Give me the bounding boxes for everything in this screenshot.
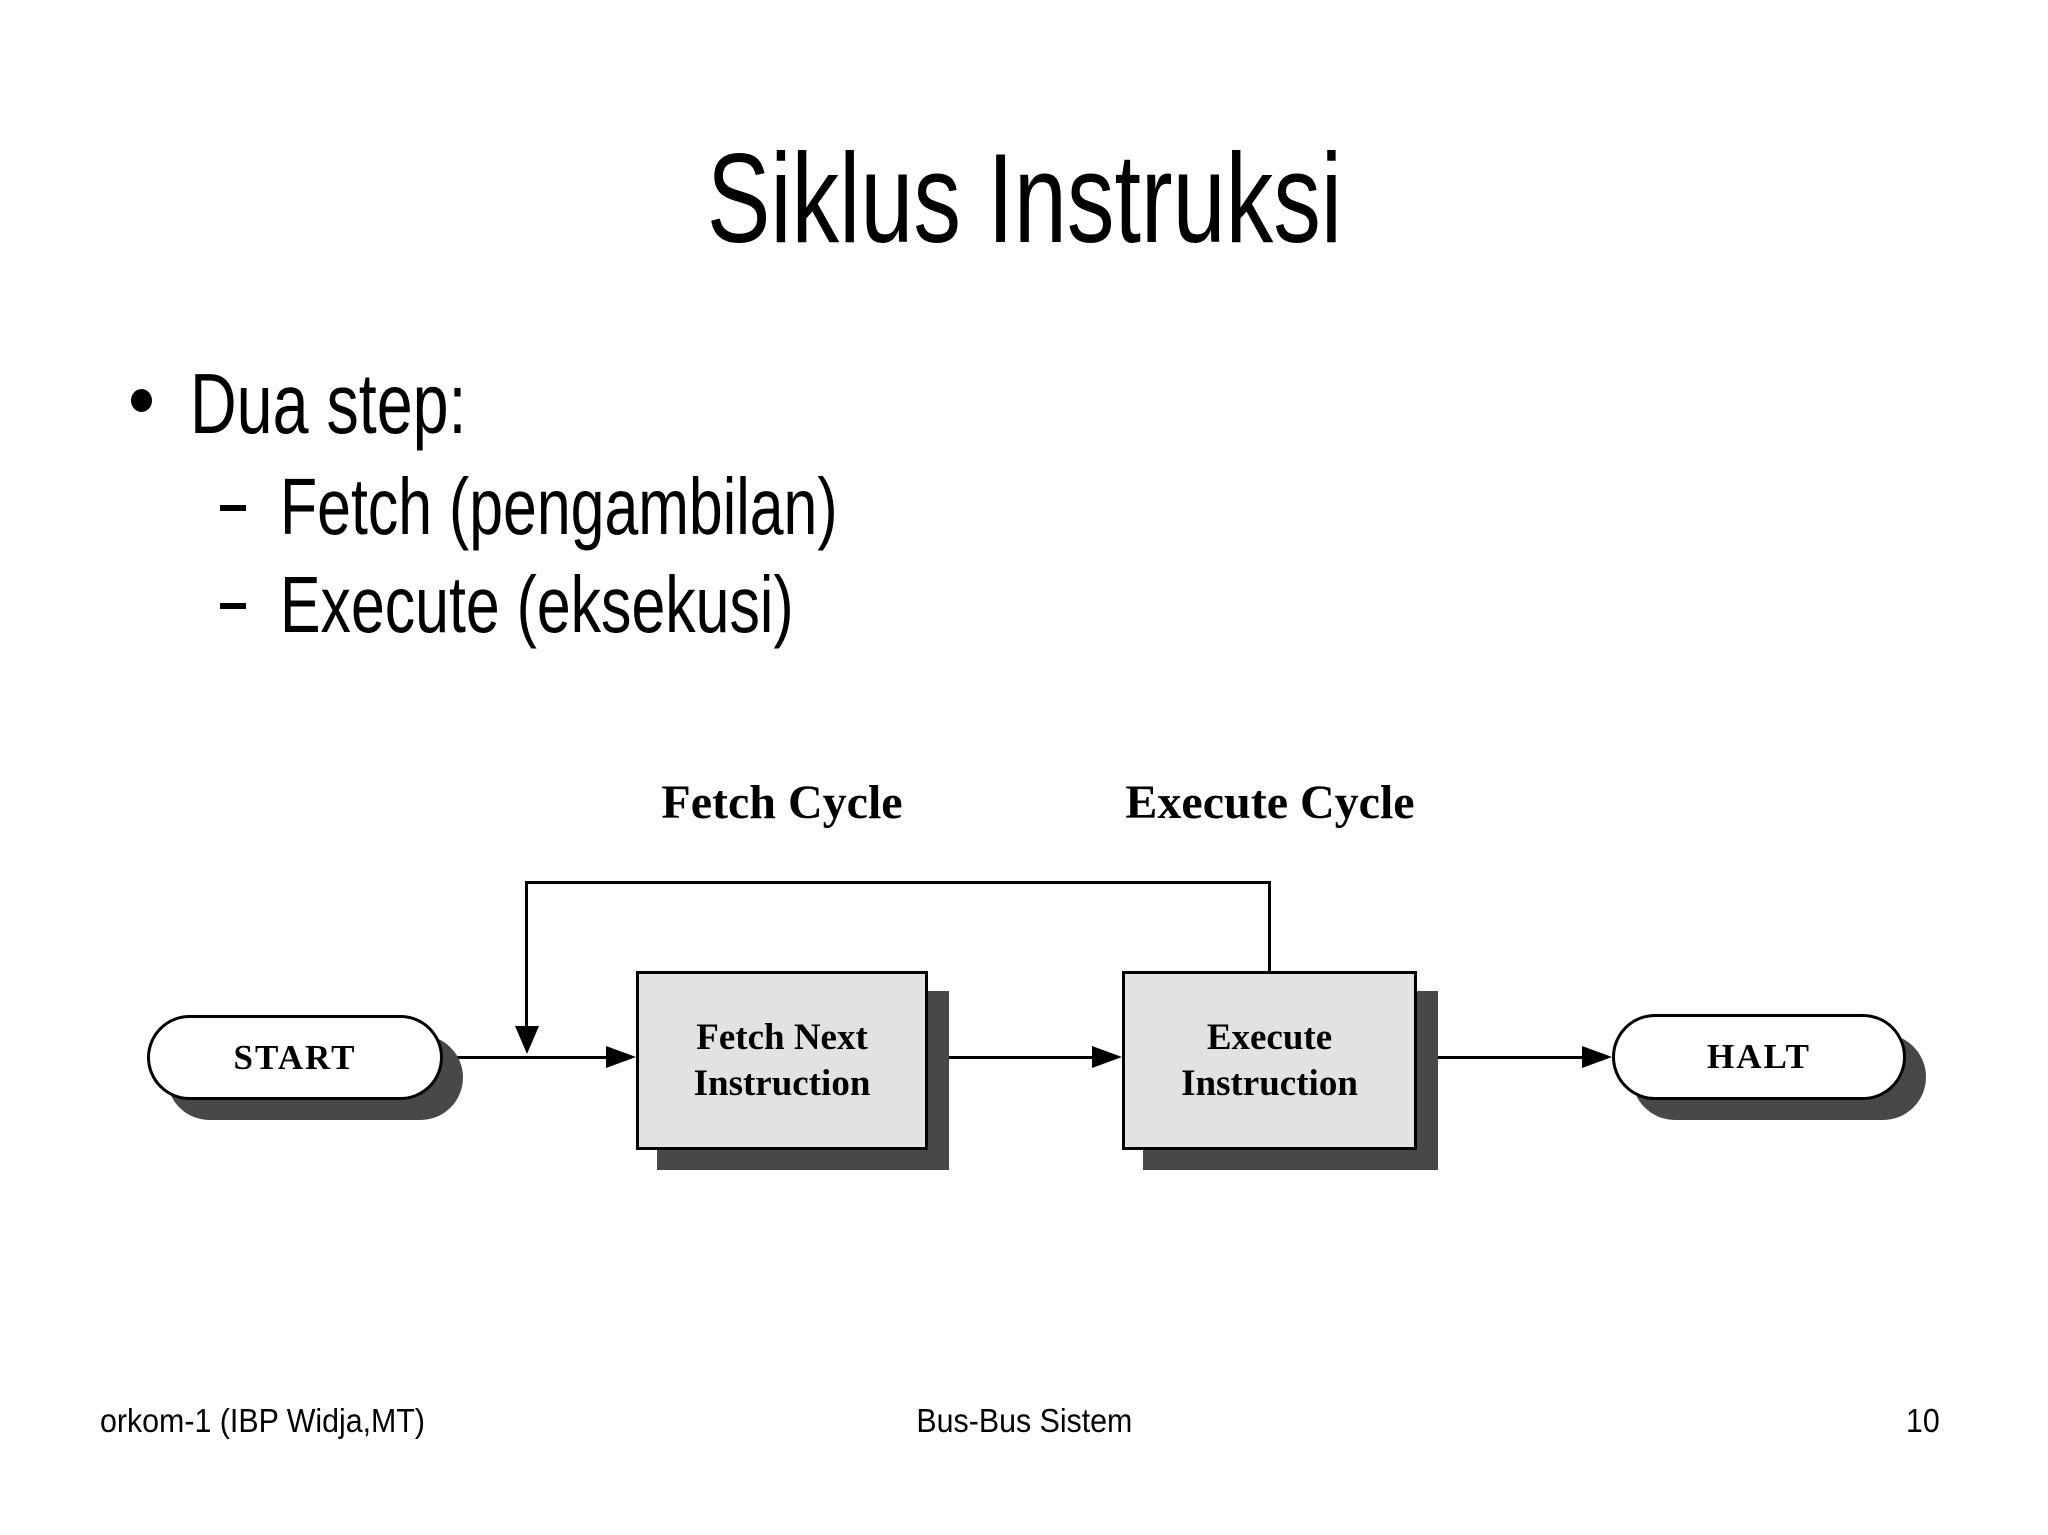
- fetch-cycle-label: Fetch Cycle: [661, 776, 903, 829]
- halt-node: HALT: [1612, 1014, 1906, 1100]
- halt-node-label: HALT: [1707, 1037, 1811, 1076]
- connector-fetch-execute: [928, 1056, 1098, 1059]
- footer-page-number: 10: [1906, 1402, 1940, 1439]
- feedback-line-top: [525, 881, 1271, 884]
- bullet-item-level2-fetch: Fetch (pengambilan): [280, 462, 838, 551]
- fetch-node-label-line1: Fetch Next: [696, 1016, 868, 1058]
- arrow-right-icon: [606, 1046, 636, 1068]
- feedback-line-left: [525, 881, 528, 1030]
- footer-course-label: orkom-1 (IBP Widja,MT): [100, 1402, 426, 1439]
- fetch-next-instruction-node: Fetch Next Instruction: [636, 971, 928, 1150]
- feedback-line-right: [1268, 881, 1271, 974]
- execute-node-label-line2: Instruction: [1181, 1062, 1358, 1104]
- dash-icon: [220, 505, 246, 511]
- execute-node-label-line1: Execute: [1206, 1016, 1333, 1058]
- arrow-down-icon: [515, 1026, 539, 1054]
- fetch-node-label-line2: Instruction: [693, 1062, 871, 1104]
- execute-instruction-node: Execute Instruction: [1122, 971, 1417, 1150]
- page-title: Siklus Instruksi: [0, 127, 2048, 269]
- bullet-item-level2-execute: Execute (eksekusi): [280, 560, 794, 649]
- execute-cycle-label: Execute Cycle: [1125, 776, 1415, 829]
- footer-topic-label: Bus-Bus Sistem: [916, 1402, 1132, 1439]
- connector-start-fetch: [443, 1056, 612, 1059]
- start-node-label: START: [233, 1037, 357, 1077]
- dash-icon: [220, 603, 246, 609]
- page-title-text: Siklus Instruksi: [706, 127, 1342, 269]
- arrow-right-icon: [1582, 1046, 1612, 1068]
- arrow-right-icon: [1092, 1046, 1122, 1068]
- start-node: START: [147, 1015, 443, 1100]
- connector-execute-halt: [1417, 1056, 1588, 1059]
- bullet-item-level1: Dua step:: [190, 357, 467, 452]
- bullet-dot-icon: [131, 389, 152, 412]
